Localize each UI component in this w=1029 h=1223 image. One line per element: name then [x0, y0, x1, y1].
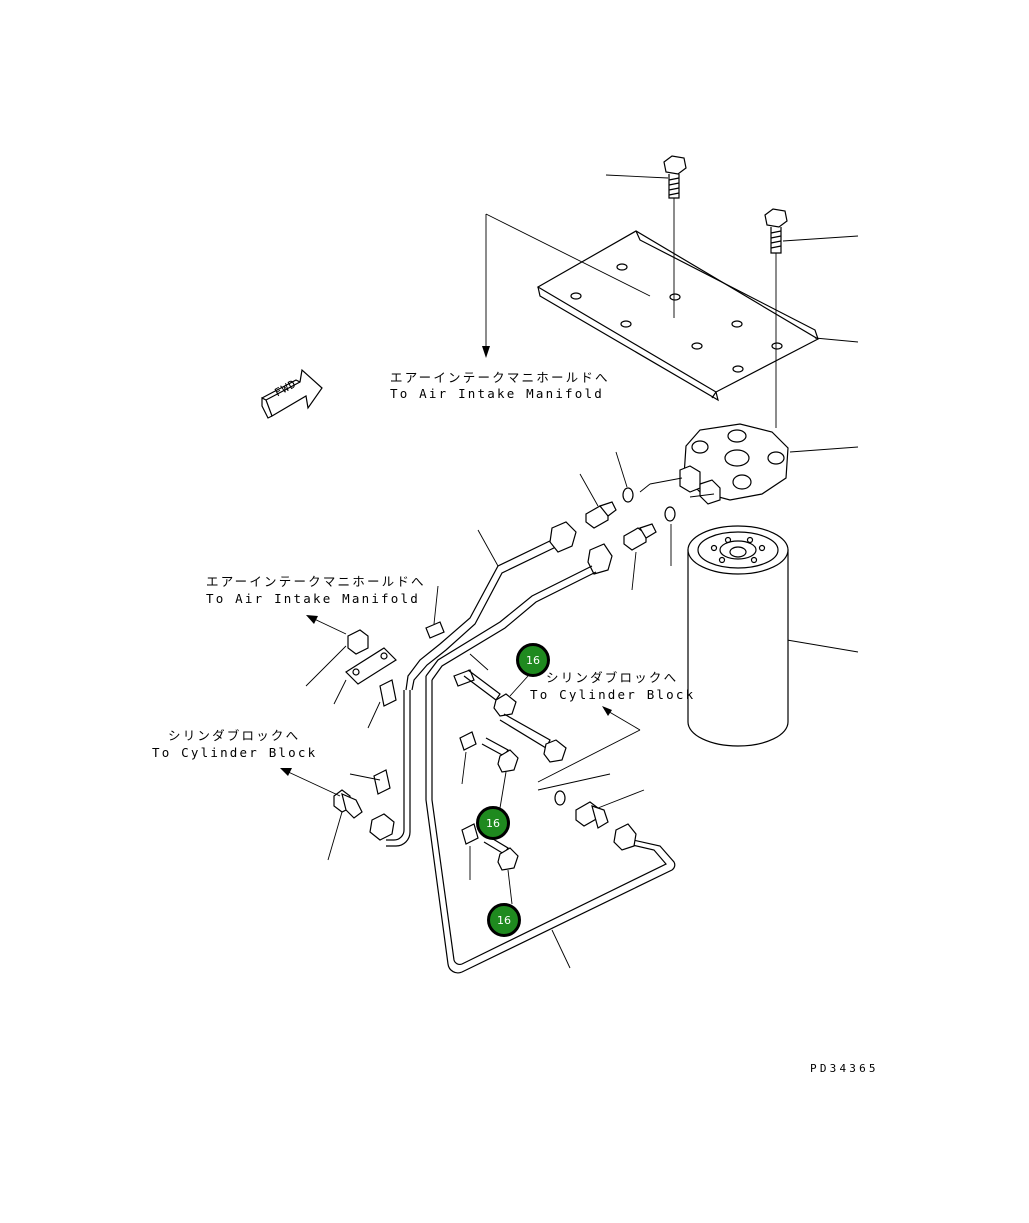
callout-16-lower[interactable]: 16 [487, 903, 521, 937]
pin-lower [453, 669, 475, 687]
bolt-top-left [663, 155, 687, 318]
cylinder-block-fitting-left [327, 789, 395, 861]
clip-mid [459, 731, 477, 751]
clip-upper [367, 679, 397, 729]
arrow-cyl-block-right [537, 706, 641, 783]
bolt-lower-3 [483, 835, 519, 905]
connector-lower [623, 523, 657, 591]
pipe-lower [425, 543, 613, 681]
callout-16-upper[interactable]: 16 [516, 643, 550, 677]
arrow-air-intake-top [482, 213, 651, 358]
o-ring-lower [664, 506, 676, 522]
drawing-code: PD34365 [810, 1062, 879, 1075]
pipe-loop [386, 676, 676, 974]
spacer-collar [305, 629, 369, 687]
pipe-nut-right [613, 823, 637, 851]
bolt-lower-2 [481, 737, 519, 809]
pipe-upper [405, 521, 577, 691]
long-bolt [499, 713, 567, 763]
connector-upper [579, 473, 617, 529]
bolt-lower-1 [463, 669, 529, 717]
label-air-intake-top-jp: エアーインテークマニホールドへ [390, 370, 610, 385]
label-air-intake-top-en: To Air Intake Manifold [390, 386, 604, 401]
arrow-cyl-block-left [280, 768, 341, 797]
label-air-intake-left-en: To Air Intake Manifold [206, 591, 420, 606]
label-air-intake-left-jp: エアーインテークマニホールドへ [206, 574, 426, 589]
o-ring-upper [622, 487, 634, 503]
label-cyl-block-left-jp: シリンダブロックへ [168, 728, 301, 743]
pin-upper [425, 621, 445, 639]
label-cyl-block-right-jp: シリンダブロックへ [546, 670, 679, 685]
o-ring-right [554, 790, 566, 806]
bolt-top-right [764, 208, 788, 428]
callout-16-middle[interactable]: 16 [476, 806, 510, 840]
clamp-plate [333, 647, 397, 705]
fwd-arrow-icon [261, 368, 323, 419]
bracket-plate [536, 230, 820, 402]
filter-head [639, 423, 789, 505]
filter-cartridge [687, 525, 789, 747]
label-cyl-block-left-en: To Cylinder Block [152, 745, 318, 760]
arrow-air-intake-left [306, 615, 347, 635]
connector-right [575, 789, 645, 829]
label-cyl-block-right-en: To Cylinder Block [530, 687, 696, 702]
clip-lower [349, 769, 391, 795]
clip-low [461, 823, 479, 845]
